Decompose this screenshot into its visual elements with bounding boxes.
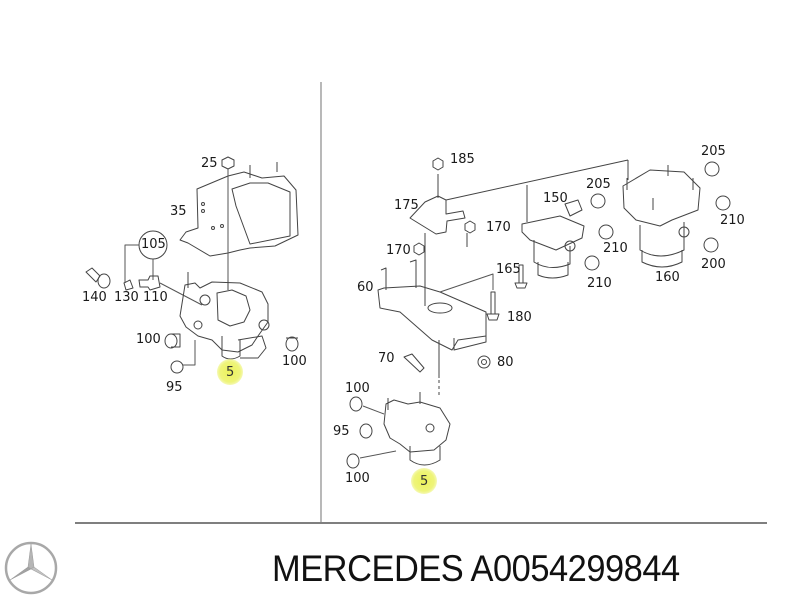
plug-100-right [285,336,299,352]
plug-100-left [164,333,181,349]
part-label: 130 [114,290,139,305]
bolt-70 [403,353,425,373]
part-label: 160 [655,270,680,285]
bolt-165 [514,264,528,289]
bracket-175 [409,159,629,306]
part-label: 180 [507,310,532,325]
plug-205-a [590,193,606,209]
plug-210-a [598,224,614,240]
plug-205-b [704,161,720,177]
part-label: 170 [386,243,411,258]
nut-80 [477,355,491,369]
part-label: 140 [82,290,107,305]
part-label: 25 [201,156,218,171]
part-label: 60 [357,280,374,295]
part-label: 35 [170,204,187,219]
valve-assembly-left [179,272,270,360]
highlight-marker-left [217,359,243,385]
plug-100-lower-b [346,450,397,469]
part-label: 210 [587,276,612,291]
nut-170-lower [413,242,425,256]
bracket-35 [179,162,299,257]
part-title: MERCEDES A0054299844 [272,548,680,589]
part-label: 200 [701,257,726,272]
bolt-180 [439,273,500,321]
part-label: 80 [497,355,514,370]
part-label: 105 [141,237,166,252]
part-label: 95 [166,380,183,395]
part-label: 110 [143,290,168,305]
part-label: 205 [701,144,726,159]
part-label: 100 [282,354,307,369]
mercedes-star-icon [4,541,58,595]
valve-150 [521,199,585,279]
part-label: 165 [496,262,521,277]
plug-200 [703,237,719,253]
part-label: 170 [486,220,511,235]
highlighted-part-label: 5 [226,365,235,380]
part-label: 70 [378,351,395,366]
plug-95-left [170,340,196,374]
part-label: 100 [136,332,161,347]
highlighted-part-label: 5 [420,474,429,489]
part-label: 100 [345,471,370,486]
part-label: 100 [345,381,370,396]
bracket-60 [377,259,487,378]
part-label: 210 [603,241,628,256]
plug-100-lower-a [349,396,385,415]
part-label: 205 [586,177,611,192]
part-label: 175 [394,198,419,213]
nut-170-upper [464,220,476,234]
part-label: 150 [543,191,568,206]
part-label: 210 [720,213,745,228]
plug-210-c [715,195,731,211]
fitting-140 [85,267,111,289]
valve-assembly-lower [384,380,451,466]
nut-185 [432,157,444,171]
nut-25 [221,156,235,282]
highlight-marker-lower [411,468,437,494]
plug-95-lower [359,423,373,439]
plug-210-b [584,255,600,271]
part-label: 95 [333,424,350,439]
part-label: 185 [450,152,475,167]
valve-160 [622,165,701,268]
